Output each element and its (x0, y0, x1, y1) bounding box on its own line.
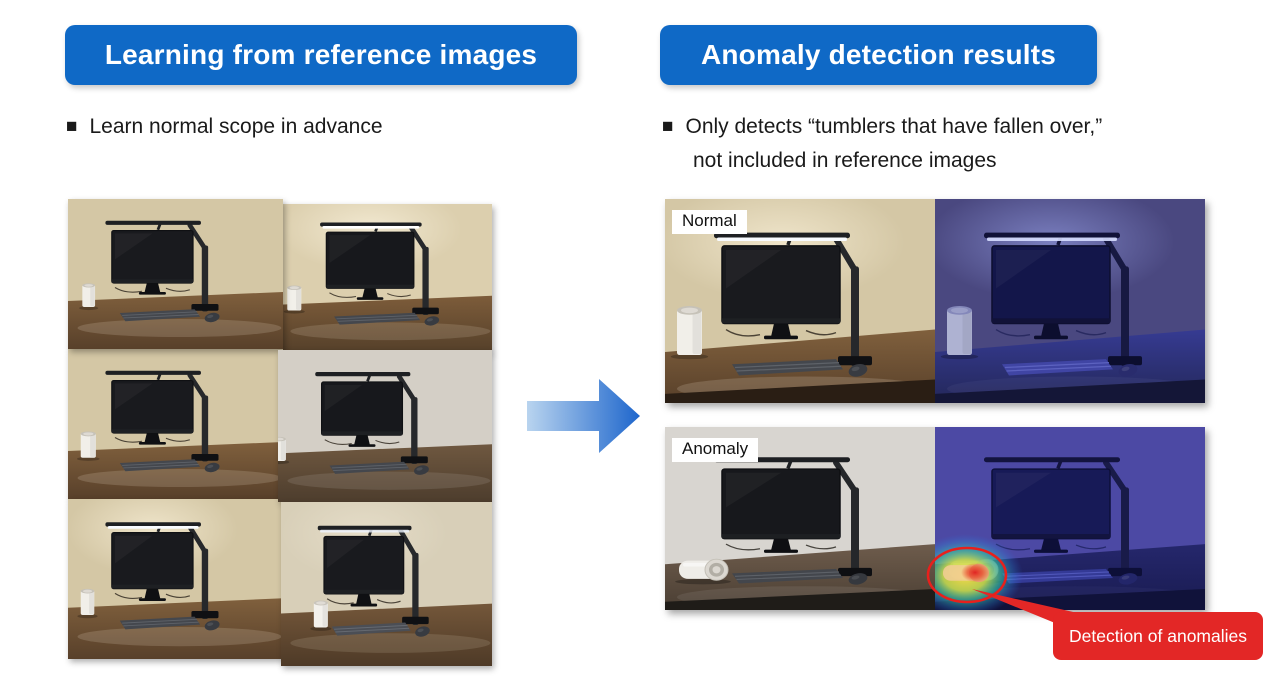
reference-photo-5 (68, 499, 283, 659)
anomaly-callout: Detection of anomalies (1053, 612, 1263, 660)
normal-result-pair: Normal (665, 199, 1205, 403)
reference-photo-6 (281, 502, 492, 666)
right-section-title: Anomaly detection results (660, 25, 1097, 85)
reference-photo-1 (68, 199, 283, 349)
reference-photo-3 (68, 349, 283, 499)
normal-photo (665, 199, 935, 403)
right-bullet: ■ Only detects “tumblers that have fallen… (662, 110, 1222, 177)
reference-photo-2 (281, 204, 492, 352)
bullet-square-icon: ■ (66, 116, 78, 137)
normal-heatmap (935, 199, 1205, 403)
left-bullet-text: Learn normal scope in advance (89, 115, 383, 138)
anomaly-photo (665, 427, 935, 610)
left-bullet: ■ Learn normal scope in advance (66, 110, 383, 144)
anomaly-result-pair: Anomaly (665, 427, 1205, 610)
arrow-shape (527, 379, 640, 453)
anomaly-label: Anomaly (672, 438, 759, 462)
right-bullet-line2: not included in reference images (693, 149, 997, 172)
bullet-square-icon: ■ (662, 116, 674, 137)
reference-photo-4 (278, 350, 492, 502)
flow-arrow (527, 379, 640, 453)
anomaly-heatmap (935, 427, 1205, 610)
normal-label: Normal (672, 210, 747, 234)
left-section-title: Learning from reference images (65, 25, 577, 85)
right-bullet-line1: Only detects “tumblers that have fallen … (685, 115, 1103, 138)
